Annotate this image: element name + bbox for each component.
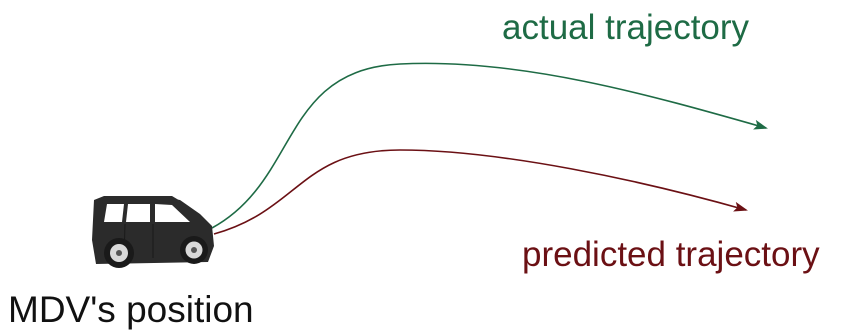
- mdv-position-label: MDV's position: [8, 289, 254, 330]
- suv-car-icon: [92, 196, 214, 268]
- actual-trajectory-curve: [211, 62, 768, 229]
- predicted-trajectory-curve: [213, 149, 748, 235]
- actual-trajectory-label: actual trajectory: [502, 8, 750, 47]
- predicted-trajectory-label: predicted trajectory: [522, 235, 820, 274]
